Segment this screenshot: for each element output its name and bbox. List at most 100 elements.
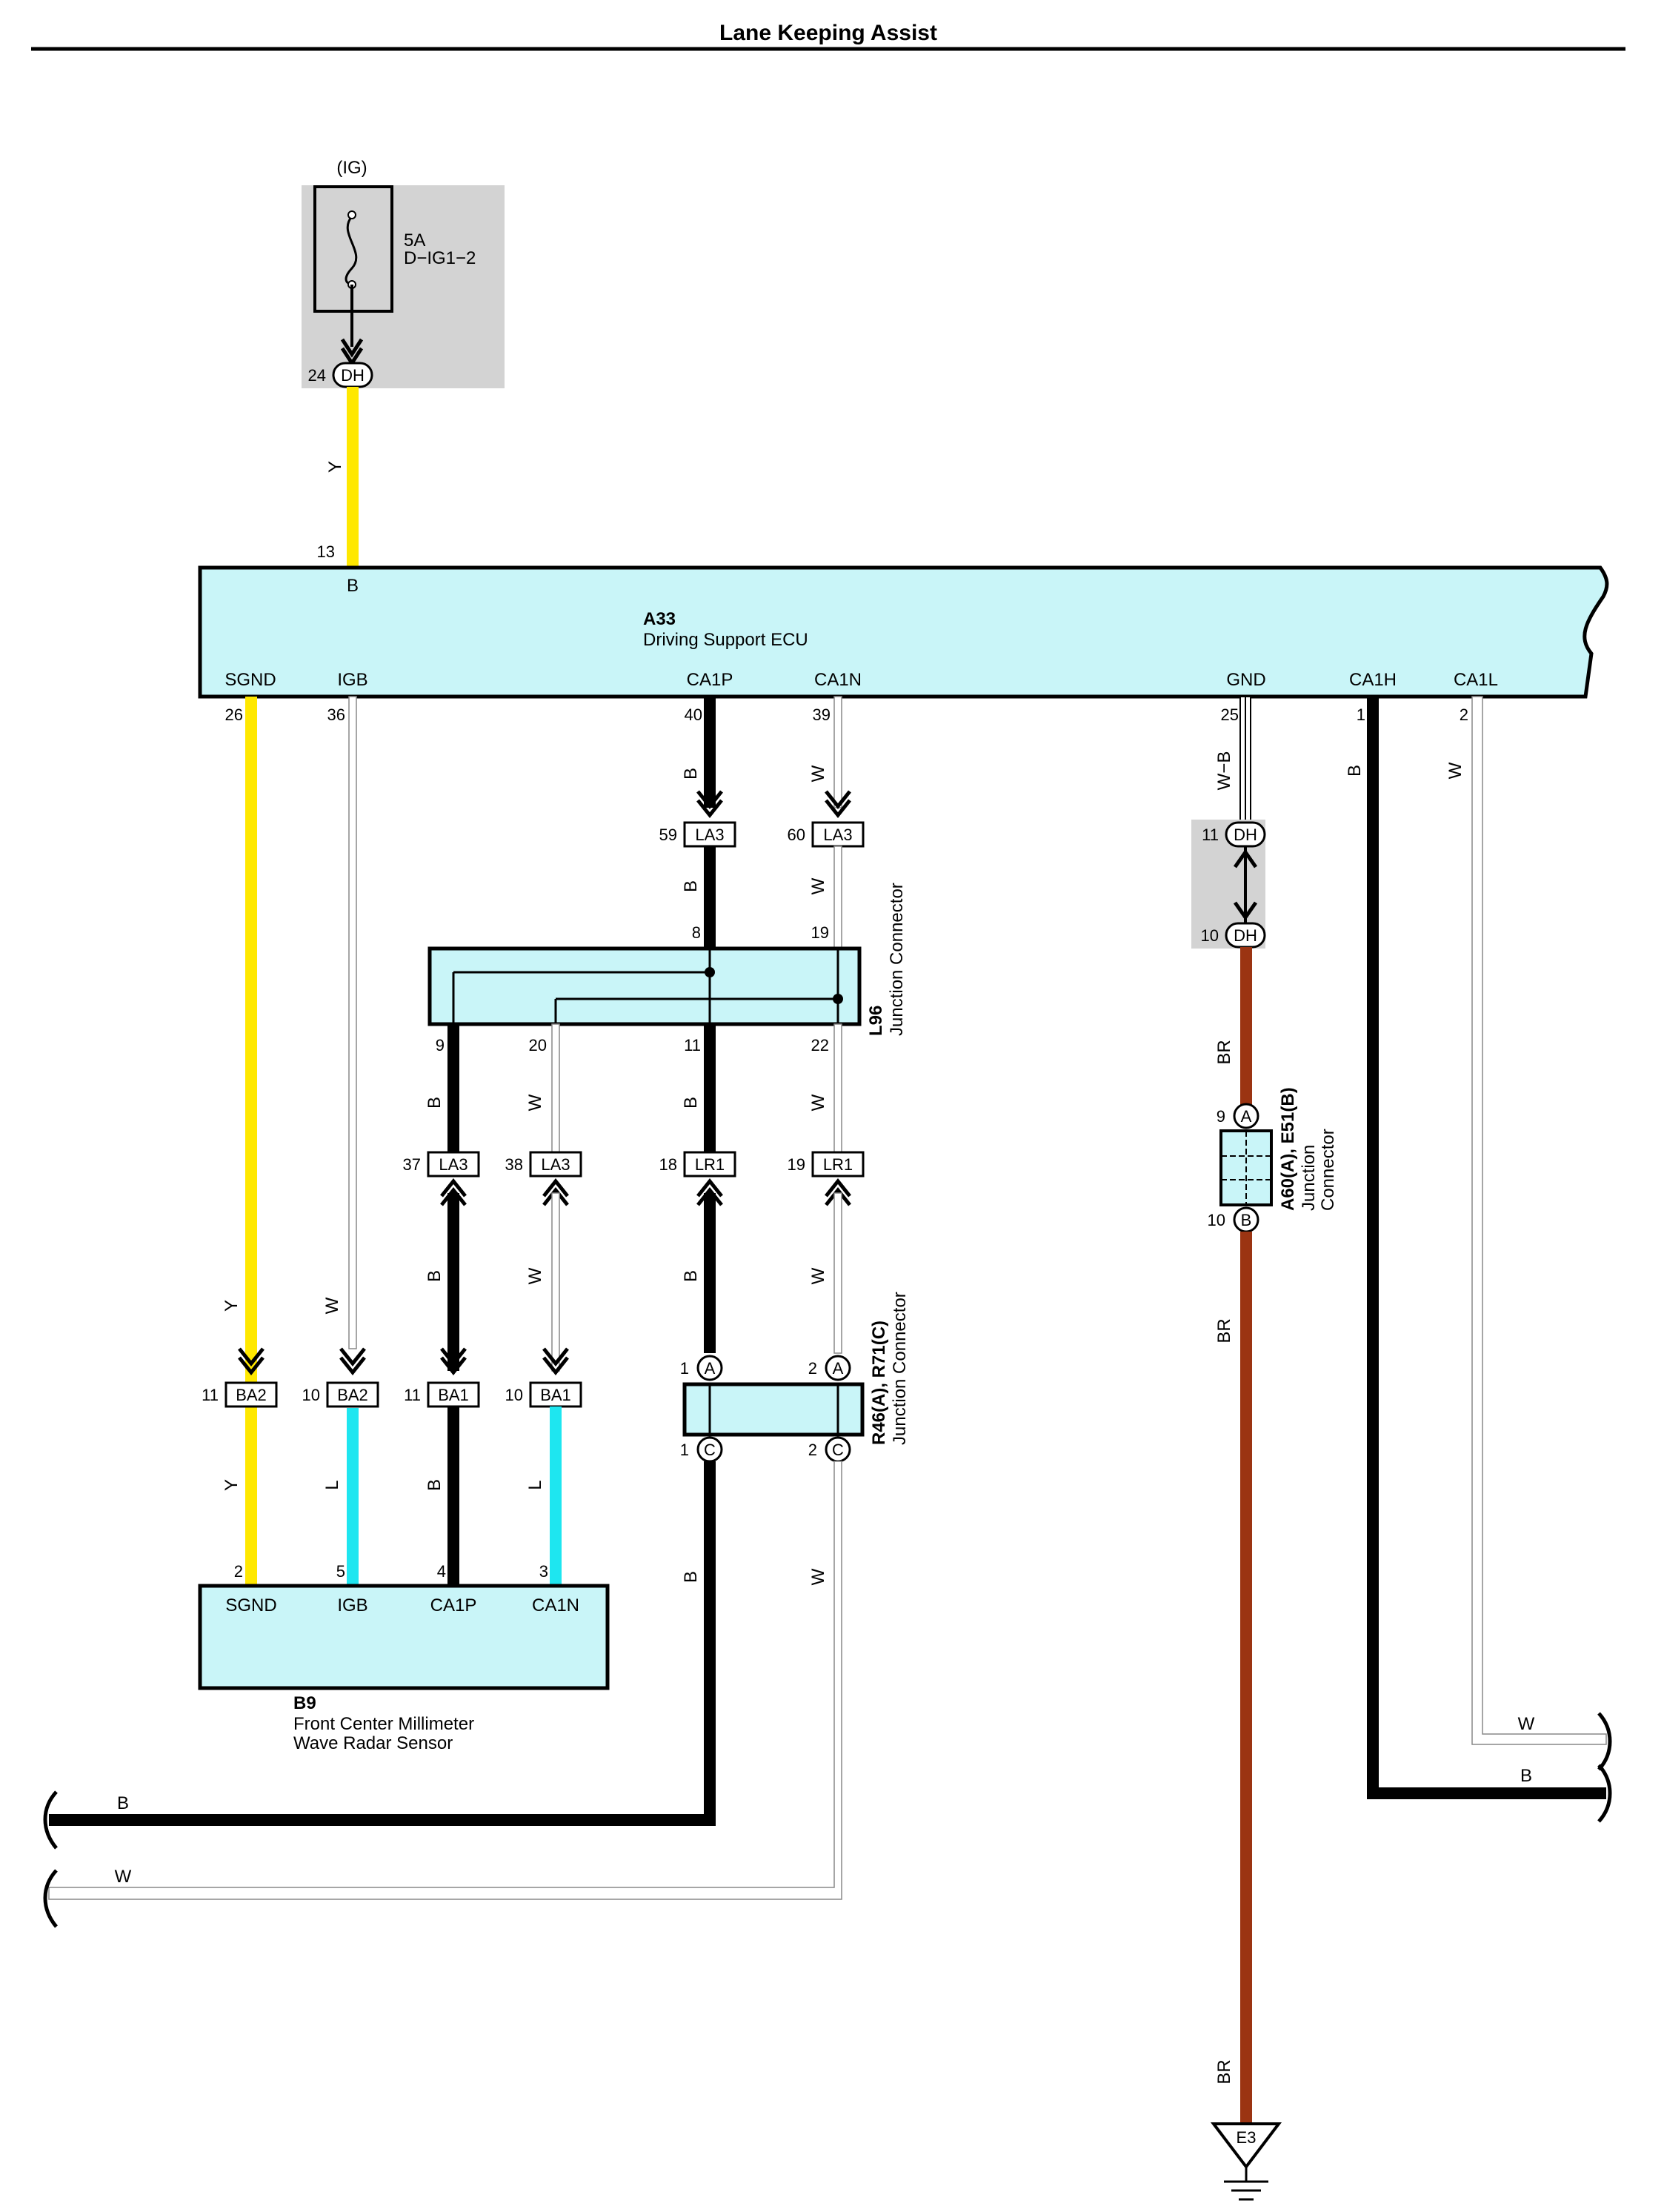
chevron-down-icon [238, 1356, 264, 1376]
chevron-up-icon [1233, 848, 1258, 868]
a60-pin-a [1233, 1103, 1259, 1129]
connector-pin: 10 [302, 1386, 320, 1404]
connector-la3-38 [529, 1151, 582, 1178]
wire-w-l96-20 [551, 1023, 560, 1153]
fuse-block: (IG) 5A D−IG1−2 DH 24 [302, 158, 505, 388]
chevron-down-icon [696, 790, 723, 810]
r46-name: Junction Connector [890, 1292, 910, 1445]
wire-label-b: B [681, 1097, 701, 1109]
sensor-connectors-row: BA2 11 BA2 10 BA1 11 BA1 10 [202, 1347, 582, 1408]
fuse-name: D−IG1−2 [404, 248, 476, 268]
connector-lr1-18 [683, 1151, 736, 1178]
r46-pin-letter: C [832, 1441, 844, 1459]
connector-pin: 59 [659, 826, 677, 844]
r46-pin-a2 [825, 1355, 851, 1381]
connector-dh-pin: 24 [308, 366, 326, 385]
chevron-down-icon [440, 1347, 467, 1367]
connector-label: LR1 [695, 1155, 725, 1174]
chevron-down-icon [542, 1347, 569, 1367]
l96-pin: 8 [692, 923, 701, 942]
ecu-terminal-gnd: GND [1226, 670, 1265, 690]
connector-label: LA3 [439, 1155, 467, 1174]
a60-name-line2: Connector [1318, 1129, 1338, 1211]
ecu-code: A33 [643, 609, 676, 629]
sensor-box [198, 1584, 610, 1690]
chevron-down-icon [1233, 901, 1258, 921]
fuse-rating: 5A [404, 230, 425, 250]
ecu-pin-ca1l: 2 [1460, 705, 1468, 724]
sensor-name-line2: Wave Radar Sensor [293, 1733, 453, 1753]
connector-pin: 38 [505, 1155, 523, 1174]
ecu-terminal-ca1p: CA1P [687, 670, 733, 690]
wire-br-dh-to-a60 [1240, 947, 1252, 1117]
a60-code: A60(A), E51(B) [1278, 1087, 1298, 1211]
junction-dot [705, 967, 715, 977]
wire-label-b: B [681, 880, 701, 892]
wire-w-la3-to-l96 [833, 846, 842, 949]
connector-pin: 11 [202, 1386, 219, 1404]
wire-label-l: L [322, 1480, 342, 1489]
a60-letter-bottom: B [1241, 1211, 1252, 1229]
fuse-icon [345, 216, 358, 285]
ecu-top-terminal: B [347, 576, 359, 596]
chevron-up-icon [696, 1186, 723, 1206]
connector-ba1-10 [529, 1381, 582, 1408]
l96-name: Junction Connector [887, 883, 907, 1036]
ecu-terminal-ca1l: CA1L [1454, 670, 1498, 690]
fuse-source-label: (IG) [336, 158, 367, 178]
wire-br-a60-to-ground [1240, 1232, 1252, 2124]
wire-label-b: B [1345, 765, 1365, 777]
r46-box [682, 1382, 865, 1437]
ground-e3: E3 [1210, 2122, 1282, 2201]
sensor-terminal-ca1p: CA1P [430, 1595, 477, 1615]
connector-pin: 11 [404, 1386, 421, 1404]
r46-pin-number: 2 [808, 1441, 817, 1459]
wire-label-br: BR [1214, 2059, 1234, 2084]
r46-pin-a1 [696, 1355, 723, 1381]
connector-pin: 11 [1202, 826, 1219, 844]
l96-box [427, 946, 862, 1026]
sensor-b9: 2 5 4 3 SGND IGB CA1P CA1N B9 Front Cent… [198, 1562, 610, 1753]
connector-label: DH [1234, 926, 1257, 945]
break-mark-icon [43, 1869, 58, 1928]
l96-pin: 19 [811, 923, 829, 942]
ground-triangle-icon [1210, 2122, 1282, 2170]
wire-label-w: W [808, 877, 828, 894]
ecu-pin-igb: 36 [327, 705, 345, 724]
junction-connector-l96: 8 19 L96 Junction Connector 9 20 11 22 [427, 883, 907, 1054]
chevron-up-icon [825, 1186, 851, 1206]
wire-label-br: BR [1214, 1040, 1234, 1064]
wire-w-ca1n-ecu [833, 696, 842, 808]
wire-l-igb [347, 1408, 359, 1586]
break-mark-icon [43, 1790, 58, 1850]
ground-name: E3 [1237, 2128, 1257, 2147]
sensor-pin: 5 [336, 1562, 345, 1581]
r46-code: R46(A), R71(C) [869, 1321, 889, 1445]
junction-connector-a60: A 9 B 10 A60(A), E51(B) Junction Connect… [1208, 1087, 1338, 1233]
connector-ba2-11 [224, 1381, 278, 1408]
connector-label: BA1 [438, 1386, 469, 1404]
wire-label-w: W [322, 1297, 342, 1314]
connector-label: BA2 [337, 1386, 368, 1404]
wire-label-b: B [681, 1270, 701, 1282]
wire-label-wb: W−B [1214, 751, 1234, 791]
r46-pin-number: 1 [680, 1441, 689, 1459]
wire-label-b: B [425, 1097, 445, 1109]
a60-name-line1: Junction [1299, 1145, 1319, 1211]
wire-label-w: W [115, 1867, 132, 1887]
wire-w-ca1l [1471, 696, 1607, 1745]
a60-pin-top: 9 [1217, 1107, 1225, 1126]
wire-label-y: Y [222, 1479, 242, 1491]
fuse-terminal-top-icon [347, 210, 356, 219]
junction-connector-r46: A 1 A 2 C 1 C 2 R46(A), R71(C) Junction … [680, 1292, 910, 1463]
chevron-up-icon [440, 1186, 467, 1206]
a60-letter-top: A [1241, 1107, 1252, 1126]
connector-dh-label: DH [341, 366, 365, 385]
l96-pin: 11 [684, 1036, 701, 1054]
connector-label: LA3 [541, 1155, 570, 1174]
chevron-up-icon [542, 1178, 569, 1198]
wire-label-w: W [1445, 762, 1465, 779]
ecu-pin-sgnd: 26 [225, 705, 243, 724]
chevron-up-icon [696, 1178, 723, 1198]
wire-w-la3-to-ba1 [551, 1192, 560, 1372]
